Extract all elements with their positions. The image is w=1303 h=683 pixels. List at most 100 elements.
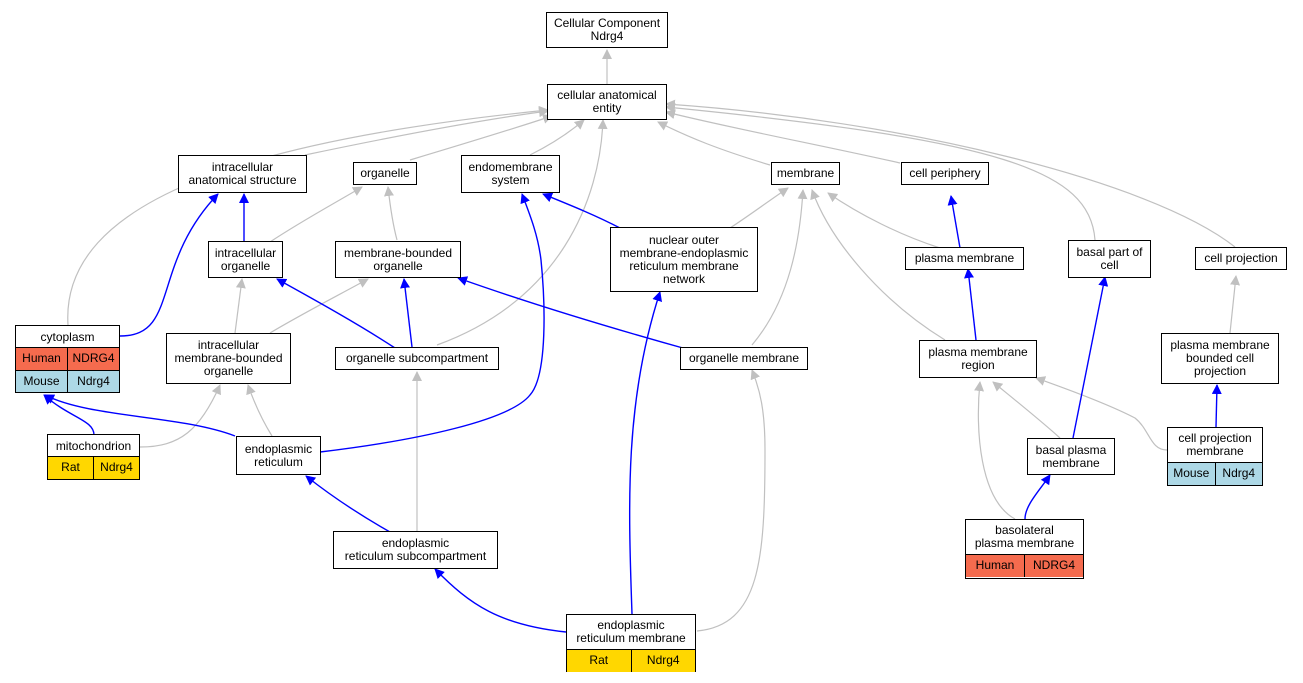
edge-orgmem-membrane: [751, 189, 808, 346]
edge-er-endomembrane: [319, 193, 545, 453]
node-plasma-membrane[interactable]: plasma membrane: [905, 247, 1024, 270]
node-label: intracellular: [211, 160, 274, 174]
edge-pm-periphery-blue: [947, 195, 961, 249]
node-label: endoplasmic reticulum membrane: [567, 615, 695, 650]
species-cell: Rat: [589, 653, 609, 667]
species-cell: Rat: [61, 460, 80, 474]
annotation-row-mouse: Mouse Ndrg4: [1168, 463, 1262, 485]
species-cell: Mouse: [23, 374, 60, 388]
node-cytoplasm[interactable]: cytoplasm Human NDRG4 Mouse Ndrg4: [15, 325, 120, 393]
edge-imbo-intraorg: [234, 278, 246, 334]
node-label: region: [961, 358, 995, 372]
node-label: reticulum: [254, 454, 303, 469]
edge-ias-cae: [304, 107, 549, 156]
node-nuclear-outer-membrane-er-network[interactable]: nuclear outer membrane-endoplasmic retic…: [610, 227, 758, 292]
node-intracellular-membrane-bounded-organelle[interactable]: intracellular membrane-bounded organelle: [166, 333, 291, 384]
node-plasma-membrane-bounded-cell-projection[interactable]: plasma membrane bounded cell projection: [1161, 333, 1279, 384]
node-endomembrane-system[interactable]: endomembrane system: [461, 155, 560, 193]
edge-pmbcp-cellproj: [1229, 275, 1241, 334]
node-cell-projection-membrane[interactable]: cell projection membrane Mouse Ndrg4: [1167, 427, 1263, 486]
node-intracellular-organelle[interactable]: intracellular organelle: [208, 241, 283, 278]
node-label: reticulum subcompartment: [344, 549, 487, 563]
node-label: organelle: [360, 166, 410, 180]
node-label: cellular anatomical: [557, 88, 657, 102]
node-label: cytoplasm: [16, 326, 119, 348]
edge-basalpm-pmregion: [992, 381, 1061, 439]
edge-orgsub-cae: [436, 119, 608, 346]
node-label: organelle membrane: [688, 351, 800, 365]
gene-cell: Ndrg4: [93, 457, 139, 479]
edge-mito-imbo: [139, 384, 221, 448]
node-cellular-anatomical-entity[interactable]: cellular anatomical entity: [547, 84, 667, 120]
edge-pmregion-pm: [964, 268, 977, 341]
node-basal-part-of-cell[interactable]: basal part of cell: [1068, 240, 1151, 278]
node-label: nuclear outer: [648, 232, 720, 247]
node-label: endoplasmic: [244, 441, 313, 456]
edge-er-imbo: [246, 384, 273, 437]
gene-cell: Ndrg4: [67, 371, 119, 392]
node-basolateral-plasma-membrane[interactable]: basolateral plasma membrane Human NDRG4: [965, 519, 1084, 579]
node-label: system: [491, 173, 530, 187]
node-organelle[interactable]: organelle: [353, 162, 417, 185]
node-label: reticulum membrane: [629, 258, 739, 273]
gene-cell: NDRG4: [1024, 555, 1083, 577]
node-membrane-bounded-organelle[interactable]: membrane-bounded organelle: [335, 241, 461, 278]
node-plasma-membrane-region[interactable]: plasma membrane region: [919, 340, 1037, 378]
edge-nuclear-endomembrane: [542, 192, 621, 229]
node-label: Cellular Component: [553, 16, 661, 30]
edge-orgsub-intraorg: [276, 278, 396, 349]
node-label: membrane: [1042, 455, 1100, 470]
node-intracellular-anatomical-structure[interactable]: intracellular anatomical structure: [178, 155, 307, 193]
node-endoplasmic-reticulum[interactable]: endoplasmic reticulum: [236, 436, 321, 475]
node-organelle-membrane[interactable]: organelle membrane: [680, 347, 808, 370]
node-label: membrane-endoplasmic: [619, 245, 749, 260]
edge-cytoplasm-cae: [67, 105, 549, 326]
node-label: mitochondrion: [48, 435, 139, 457]
edge-er-cytoplasm: [44, 394, 236, 437]
node-label: plasma membrane: [928, 345, 1028, 359]
node-cell-periphery[interactable]: cell periphery: [901, 162, 989, 185]
edge-periphery-cae: [665, 109, 901, 164]
edge-cellproj-cae: [665, 99, 1236, 248]
node-label-line: plasma membrane: [974, 536, 1075, 550]
edge-cpm-pmregion: [1035, 376, 1168, 451]
annotation-row-mouse: Mouse Ndrg4: [16, 370, 119, 392]
node-cell-projection[interactable]: cell projection: [1195, 247, 1287, 270]
edge-orgsub-mbo: [400, 278, 413, 348]
node-mitochondrion[interactable]: mitochondrion Rat Ndrg4: [47, 434, 140, 480]
node-label: cell: [1100, 258, 1119, 272]
edge-nuclear-membrane: [729, 187, 789, 229]
node-er-subcompartment[interactable]: endoplasmic reticulum subcompartment: [333, 531, 498, 569]
edge-erm-ersub: [434, 568, 567, 633]
node-organelle-subcompartment[interactable]: organelle subcompartment: [335, 347, 499, 370]
edge-membrane-cae: [657, 121, 771, 166]
node-cellular-component-root[interactable]: Cellular Component Ndrg4: [546, 12, 668, 48]
node-label: endoplasmic: [381, 536, 450, 550]
node-label: intracellular: [197, 338, 260, 352]
node-membrane[interactable]: membrane: [771, 162, 840, 185]
edge-endomembrane-cae: [529, 119, 585, 156]
node-label: projection: [1193, 364, 1247, 378]
annotation-row-human: Human NDRG4: [966, 555, 1083, 577]
edge-basalpart-cae: [665, 102, 1096, 241]
node-basal-plasma-membrane[interactable]: basal plasma membrane: [1027, 438, 1115, 475]
node-label: organelle subcompartment: [345, 351, 489, 365]
node-label: basolateral plasma membrane: [966, 520, 1083, 555]
node-label: organelle: [203, 364, 254, 378]
annotation-row-human: Human NDRG4: [16, 348, 119, 370]
gene-cell: Ndrg4: [630, 650, 696, 672]
annotation-row-rat: Rat Ndrg4: [567, 650, 695, 672]
node-label: cell projection: [1204, 251, 1278, 265]
edge-pmregion-membrane: [810, 189, 946, 341]
node-label: entity: [592, 101, 622, 115]
node-label: intracellular: [214, 245, 277, 260]
node-label: Ndrg4: [590, 29, 624, 43]
node-label: plasma membrane: [1170, 338, 1270, 352]
node-label: endomembrane: [468, 160, 553, 174]
edge-pm-periphery: [827, 192, 941, 249]
node-label-line: membrane: [1186, 444, 1244, 458]
edge-basolateral-pmregion: [974, 381, 1016, 520]
species-cell: Human: [22, 351, 61, 365]
node-er-membrane[interactable]: endoplasmic reticulum membrane Rat Ndrg4: [566, 614, 696, 672]
